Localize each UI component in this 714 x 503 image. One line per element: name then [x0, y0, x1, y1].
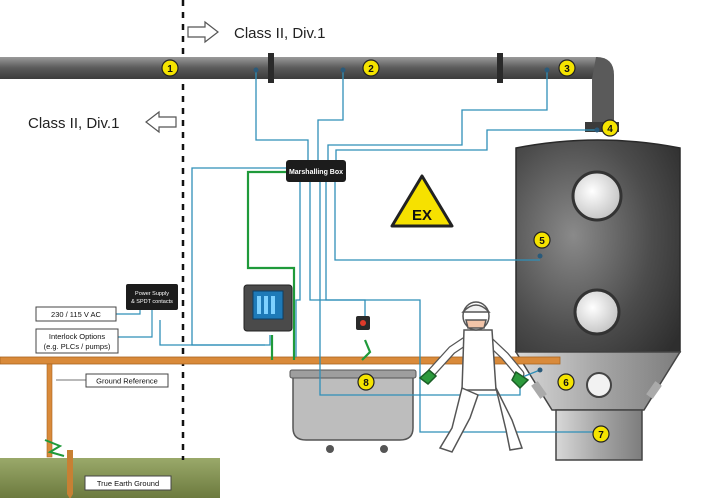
marker-7: 7	[592, 425, 610, 443]
portable-drum	[289, 369, 417, 453]
interlock-label-1: Interlock Options	[49, 332, 106, 341]
sensor-dots	[253, 67, 600, 435]
interlock-label-box: Interlock Options (e.g. PLCs / pumps)	[35, 328, 119, 354]
power-supply-label-1: Power Supply	[135, 291, 169, 297]
marshalling-box: Marshalling Box	[286, 160, 346, 182]
ground-reference-label: Ground Reference	[96, 377, 158, 386]
process-vessel	[514, 139, 682, 461]
worker-figure	[418, 301, 530, 453]
svg-text:2: 2	[368, 64, 374, 75]
zone-label-top: Class II, Div.1	[187, 20, 325, 44]
true-earth-label: True Earth Ground	[97, 479, 159, 488]
voltage-label: 230 / 115 V AC	[51, 310, 101, 319]
marker-5: 5	[533, 231, 551, 249]
marker-2: 2	[362, 59, 380, 77]
zone-label-top-text: Class II, Div.1	[234, 25, 325, 42]
voltage-label-box: 230 / 115 V AC	[35, 306, 117, 322]
ex-hazard-sign: EX	[390, 174, 454, 228]
marker-8: 8	[357, 373, 375, 391]
svg-text:4: 4	[607, 124, 613, 135]
sight-glass-lower	[573, 288, 621, 336]
marshalling-box-label: Marshalling Box	[289, 169, 343, 176]
sight-glass-upper	[571, 170, 623, 222]
power-supply-label-2: & SPDT contacts	[131, 299, 173, 305]
true-earth-label-box: True Earth Ground	[84, 475, 172, 491]
ground-reference-bar	[0, 356, 561, 365]
marker-1: 1	[161, 59, 179, 77]
ex-sign-label: EX	[412, 207, 432, 224]
interlock-label-2: (e.g. PLCs / pumps)	[44, 342, 111, 351]
marker-4: 4	[601, 119, 619, 137]
svg-text:8: 8	[363, 378, 369, 389]
grounding-clamp-unit	[356, 316, 370, 330]
svg-text:5: 5	[539, 236, 545, 247]
signal-wiring	[159, 70, 597, 433]
svg-text:6: 6	[563, 378, 569, 389]
monitoring-controller	[243, 284, 293, 332]
marker-6: 6	[557, 373, 575, 391]
svg-text:3: 3	[564, 64, 570, 75]
svg-text:1: 1	[167, 64, 173, 75]
power-supply-box: Power Supply & SPDT contacts	[126, 284, 178, 310]
zone-label-left: Class II, Div.1	[28, 110, 177, 134]
process-pipe	[0, 53, 619, 132]
ground-reference-label-box: Ground Reference	[85, 373, 169, 388]
zone-label-left-text: Class II, Div.1	[28, 115, 119, 132]
bonding-wiring	[246, 170, 372, 361]
marker-3: 3	[558, 59, 576, 77]
svg-text:7: 7	[598, 430, 604, 441]
